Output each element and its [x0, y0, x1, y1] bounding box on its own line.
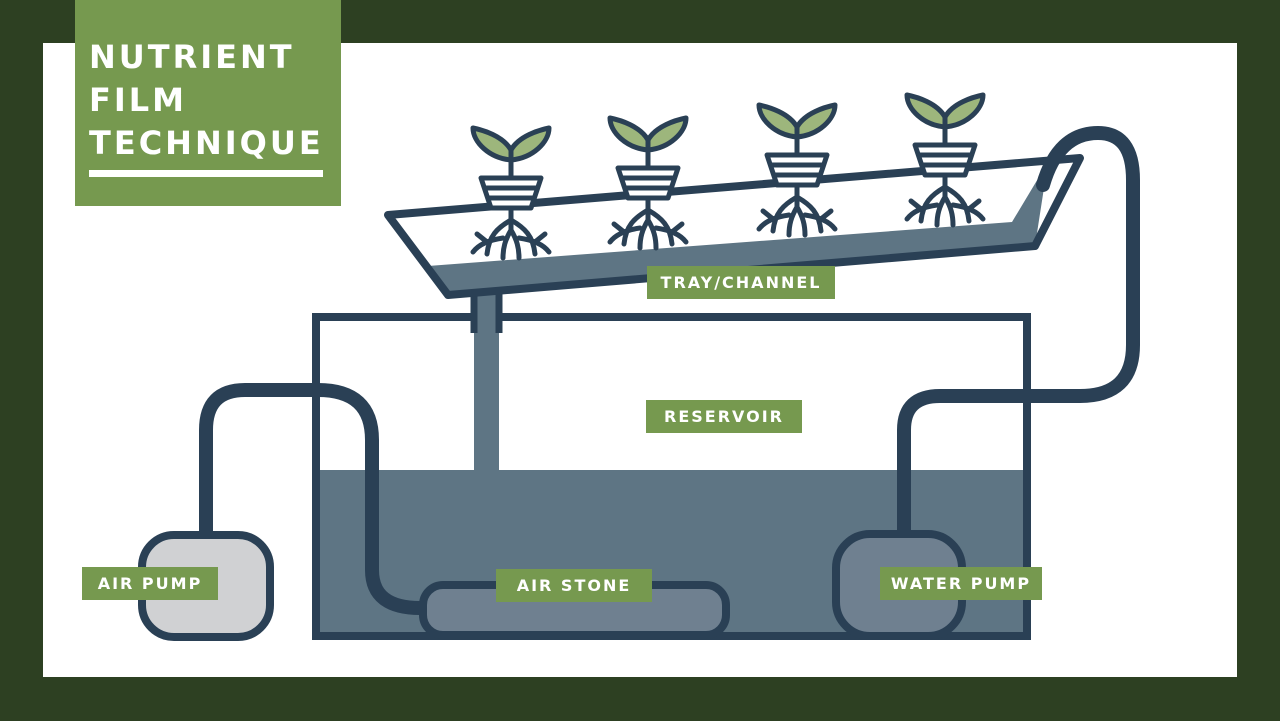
- tray-film: [428, 162, 1048, 295]
- title-line-3: TECHNIQUE: [89, 124, 324, 162]
- tray-channel: [384, 154, 1084, 299]
- title-box: NUTRIENT FILM TECHNIQUE: [75, 0, 341, 206]
- water-supply-tube: [897, 125, 1140, 547]
- air-stone-label: AIR STONE: [496, 569, 652, 602]
- tray-channel-label: TRAY/CHANNEL: [647, 266, 835, 299]
- plant-2: [610, 118, 686, 248]
- title-line-2: FILM: [89, 81, 187, 119]
- water-pump-label: WATER PUMP: [880, 567, 1042, 600]
- plant-1: [473, 128, 549, 258]
- plant-4: [907, 95, 983, 225]
- drain-pipe: [474, 280, 499, 470]
- air-pump-label: AIR PUMP: [82, 567, 218, 600]
- title-underline: [89, 170, 323, 177]
- air-tube: [199, 383, 421, 615]
- title-line-1: NUTRIENT: [89, 38, 295, 76]
- reservoir-label: RESERVOIR: [646, 400, 802, 433]
- plant-3: [759, 105, 835, 235]
